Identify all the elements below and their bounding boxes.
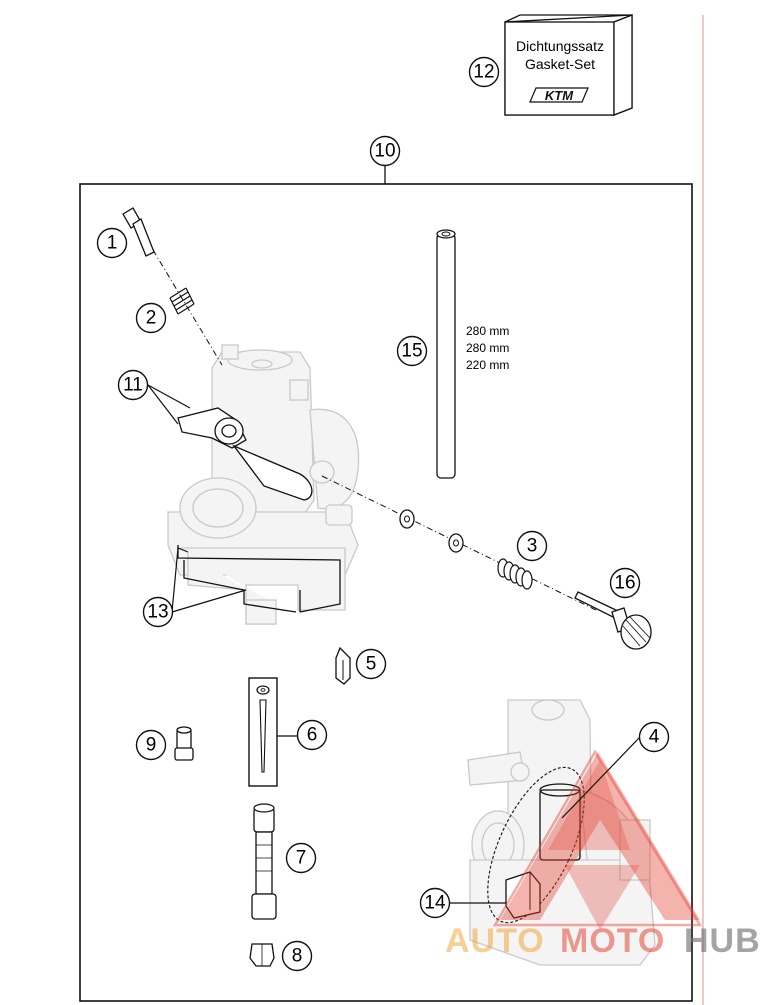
part-14-pin: [505, 871, 541, 919]
callout-12: 12: [468, 56, 500, 88]
washer-2: [448, 533, 464, 553]
callout-15: 15: [396, 335, 428, 367]
callout-8: 8: [281, 940, 313, 972]
watermark-hub: HUB: [684, 922, 761, 960]
callout-11: 11: [117, 369, 149, 401]
watermark-logo: AUTO MOTO HUB: [445, 749, 761, 960]
svg-text:5: 5: [366, 654, 377, 675]
part-3-spring: [497, 558, 533, 590]
tube-length-3: 220 mm: [466, 358, 509, 372]
ktm-logo: KTM: [529, 87, 589, 103]
watermark-moto: MOTO: [560, 922, 665, 960]
part-8-main-jet: [249, 943, 275, 967]
svg-text:1: 1: [107, 233, 118, 254]
part-2-spring: [169, 287, 195, 315]
part-5-needle: [335, 646, 351, 685]
svg-text:15: 15: [401, 341, 422, 362]
callout-2: 2: [135, 302, 167, 334]
part-16-idle-screw: [574, 591, 652, 650]
callout-16: 16: [609, 567, 641, 599]
callout-3: 3: [516, 530, 548, 562]
svg-text:13: 13: [147, 602, 168, 623]
callout-6: 6: [296, 719, 328, 751]
carburetor-body: [167, 344, 360, 625]
svg-text:16: 16: [614, 573, 635, 594]
part-7-needle-jet: [251, 803, 277, 920]
gasket-box-label-de: Dichtungssatz: [516, 38, 604, 54]
svg-text:10: 10: [374, 141, 395, 162]
ktm-logo-text: KTM: [545, 88, 574, 103]
watermark-auto: AUTO: [445, 922, 545, 960]
svg-text:9: 9: [146, 735, 157, 756]
svg-text:14: 14: [424, 893, 446, 914]
float-body: [539, 783, 581, 861]
part-11-lever: [177, 407, 313, 501]
svg-text:11: 11: [123, 375, 143, 396]
gasket-set-box: Dichtungssatz Gasket-Set KTM: [504, 14, 633, 116]
callout-10: 10: [369, 135, 401, 167]
callout-4: 4: [638, 721, 670, 753]
part-6-jet-needle: [248, 677, 278, 787]
svg-text:7: 7: [296, 848, 307, 869]
callout-14: 14: [419, 887, 451, 919]
svg-text:8: 8: [292, 946, 303, 967]
callout-9: 9: [135, 729, 167, 761]
callout-13: 13: [142, 596, 174, 628]
assembly-frame: [79, 183, 693, 1002]
gasket-box-label-en: Gasket-Set: [525, 56, 595, 72]
part-1-screw: [122, 207, 155, 257]
carburetor-lower-view: [467, 699, 656, 966]
svg-text:12: 12: [473, 62, 494, 83]
callout-7: 7: [285, 842, 317, 874]
tube-length-2: 280 mm: [466, 341, 509, 355]
part-9-jet: [174, 726, 194, 761]
callout-1: 1: [96, 227, 128, 259]
part-15-tube: [436, 229, 456, 479]
callout-5: 5: [355, 648, 387, 680]
leader-lines: [147, 384, 641, 904]
svg-text:3: 3: [527, 536, 538, 557]
svg-text:2: 2: [146, 308, 157, 329]
svg-text:4: 4: [649, 727, 660, 748]
svg-text:6: 6: [307, 725, 318, 746]
washer-1: [399, 509, 415, 529]
tube-length-1: 280 mm: [466, 324, 509, 338]
